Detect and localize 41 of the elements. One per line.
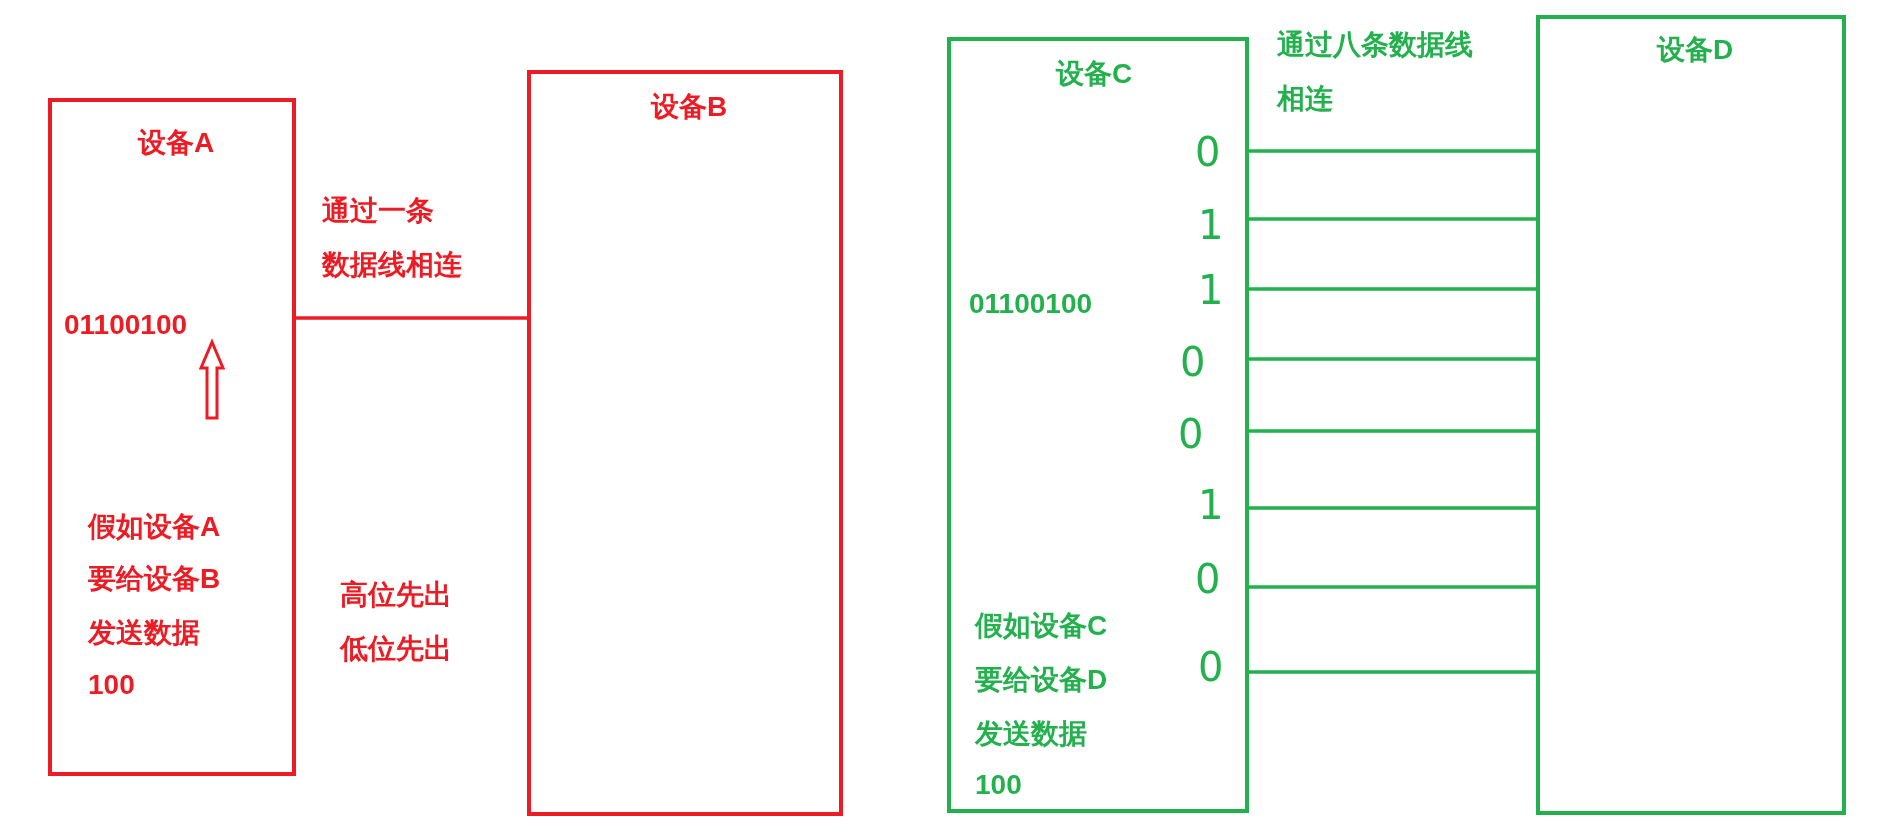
annotation-text: 数据线相连: [322, 248, 462, 282]
annotation-text: 高位先出: [340, 578, 452, 612]
data-line: [1249, 506, 1536, 510]
note-text: 100: [88, 668, 135, 702]
bit-digit: 0: [1178, 413, 1204, 455]
note-text: 要给设备D: [975, 663, 1108, 697]
annotation-text: 相连: [1277, 82, 1333, 116]
bit-digit: 1: [1198, 484, 1224, 526]
data-line: [296, 316, 527, 320]
device-title: 设备B: [650, 90, 728, 124]
binary-number: 01100100: [64, 308, 188, 342]
device-box: [48, 98, 296, 776]
data-line: [1249, 149, 1536, 153]
bit-digit: 0: [1180, 341, 1206, 383]
device-box: [527, 70, 843, 816]
note-text: 假如设备C: [975, 609, 1108, 643]
data-line: [1249, 670, 1536, 674]
data-line: [1249, 357, 1536, 361]
data-line: [1249, 217, 1536, 221]
bit-digit: 0: [1195, 131, 1221, 173]
note-text: 100: [975, 768, 1022, 802]
device-title: 设备C: [1055, 57, 1133, 91]
note-text: 要给设备B: [88, 562, 221, 596]
device-box: [947, 37, 1249, 813]
data-line: [1249, 585, 1536, 589]
data-line: [1249, 429, 1536, 433]
note-text: 发送数据: [975, 717, 1087, 751]
annotation-text: 通过八条数据线: [1277, 28, 1473, 62]
device-title: 设备A: [137, 126, 215, 160]
note-text: 假如设备A: [88, 510, 221, 544]
bit-digit: 1: [1198, 204, 1224, 246]
binary-number: 01100100: [969, 287, 1093, 321]
device-title: 设备D: [1656, 33, 1734, 67]
data-line: [1249, 287, 1536, 291]
bit-digit: 0: [1195, 558, 1221, 600]
device-box: [1536, 15, 1846, 815]
bit-digit: 1: [1198, 269, 1224, 311]
annotation-text: 低位先出: [340, 632, 452, 666]
bit-digit: 0: [1198, 646, 1224, 688]
note-text: 发送数据: [88, 616, 200, 650]
annotation-text: 通过一条: [322, 194, 434, 228]
